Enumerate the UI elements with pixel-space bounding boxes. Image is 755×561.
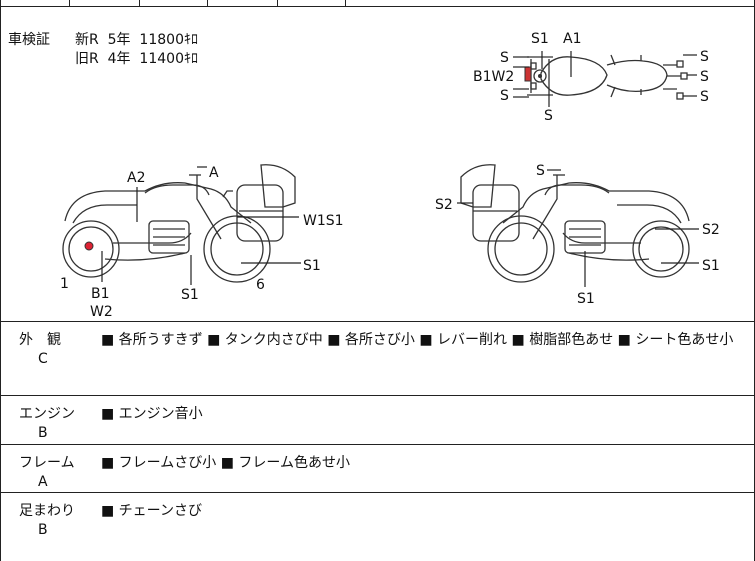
label-left-s1: S1 [181,287,199,303]
label-left-s1: S1 [303,258,321,274]
header-cell [207,0,278,7]
condition-notes: ■ チェーンさび [101,503,202,519]
condition-label: 足まわり [19,503,75,519]
label-right-s: S [536,163,545,179]
damage-diagram-area: 車検証 新R 5年 11800ｷﾛ 旧R 4年 11400ｷﾛ [1,7,755,322]
registration-label: 車検証 [8,32,50,48]
condition-row-frame: フレーム A ■ フレームさび小 ■ フレーム色あせ小 [1,445,755,493]
header-cell [1,0,70,7]
header-cell [69,0,140,7]
label-top-s: S [500,50,509,66]
condition-label: フレーム [19,455,75,471]
condition-grade: B [38,522,48,538]
condition-grade: A [38,474,48,490]
label-left-w2: W2 [90,304,113,320]
label-left-a: A [209,165,219,181]
condition-grade: B [38,425,48,441]
condition-row-exterior: 外 観 C ■ 各所うすきず ■ タンク内さび中 ■ 各所さび小 ■ レバー削れ… [1,322,755,396]
right-side-motorcycle [460,164,690,283]
condition-label: エンジン [19,406,75,422]
condition-label: 外 観 [19,332,61,348]
condition-row-engine: エンジン B ■ エンジン音小 [1,396,755,445]
label-right-s2: S2 [702,222,720,238]
header-cell [139,0,208,7]
label-left-6: 6 [256,277,265,293]
label-top-s: S [700,89,709,105]
right-side-callouts: S S2 S2 S1 S1 [435,163,720,307]
registration-old: 旧R 4年 11400ｷﾛ [75,51,198,67]
label-right-s2: S2 [435,197,453,213]
left-side-callouts: A2 A W1S1 S1 1 B1 W2 S1 6 [60,165,344,320]
condition-notes: ■ エンジン音小 [101,406,203,422]
label-top-a1: A1 [563,31,581,47]
label-right-s1: S1 [702,258,720,274]
top-view-callouts: S1 A1 S S B1W2 S S S S [473,31,709,124]
label-left-w1s1: W1S1 [303,213,344,229]
condition-notes: ■ フレームさび小 ■ フレーム色あせ小 [101,455,350,471]
condition-row-suspension: 足まわり B ■ チェーンさび [1,493,755,561]
header-strip [1,0,755,7]
label-top-s: S [544,108,553,124]
label-top-s1: S1 [531,31,549,47]
label-top-b1w2: B1W2 [473,69,514,85]
left-side-motorcycle [62,164,296,283]
label-left-b1: B1 [91,286,110,302]
label-left-1: 1 [60,276,69,292]
condition-grade: C [38,351,48,367]
label-top-s: S [700,69,709,85]
label-right-s1: S1 [577,291,595,307]
label-left-a2: A2 [127,170,145,186]
top-view-motorcycle [524,54,688,100]
label-top-s: S [700,49,709,65]
registration-new: 新R 5年 11800ｷﾛ [75,32,198,48]
condition-notes: ■ 各所うすきず ■ タンク内さび中 ■ 各所さび小 ■ レバー削れ ■ 樹脂部… [101,332,734,348]
label-top-s: S [500,88,509,104]
motorcycle-diagrams: S1 A1 S S B1W2 S S S S [60,31,720,320]
header-cell [277,0,346,7]
